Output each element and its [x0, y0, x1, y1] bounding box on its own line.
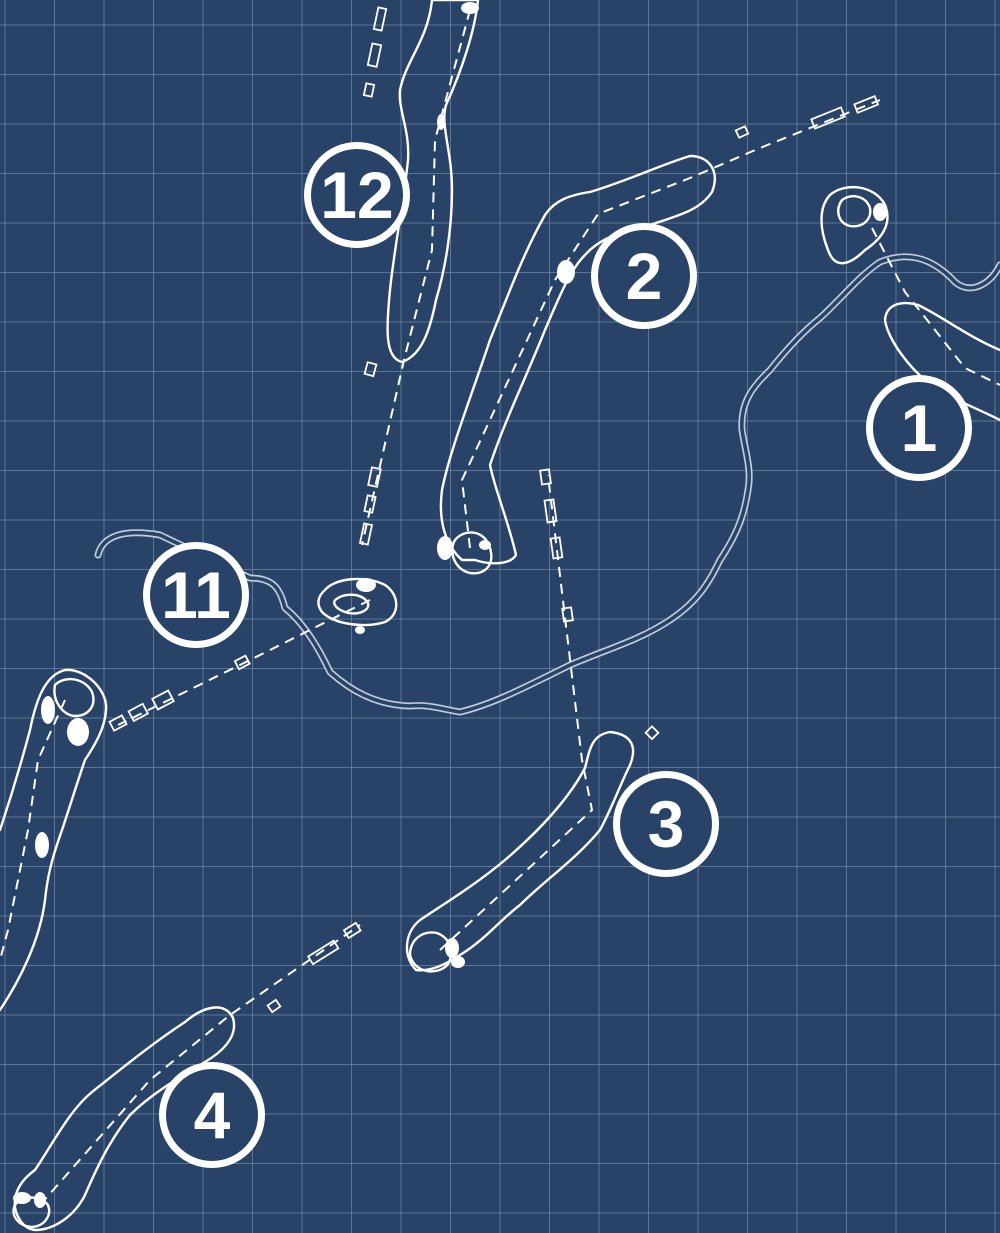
hole-number-11: 11: [161, 558, 231, 632]
hole-11-tee: [108, 714, 128, 732]
hole-2-bunker: [557, 260, 575, 284]
hole-1-bunker: [873, 203, 887, 221]
hole-2-tee: [810, 106, 846, 130]
hole-11-tee: [127, 702, 150, 723]
hole-12-tee: [363, 494, 377, 514]
hole-number-12: 12: [320, 158, 393, 232]
hole-12-tee: [366, 42, 383, 68]
hole-3-layout: [405, 468, 660, 973]
hole-2-bunker: [437, 536, 453, 560]
hole-3-bunker: [451, 956, 465, 968]
hole-10-bunker: [41, 696, 55, 724]
hole-2-fairway: [439, 154, 716, 565]
hole-4-green: [12, 1196, 51, 1229]
hole-2-green: [451, 531, 493, 575]
hole-10-route: [0, 699, 66, 961]
hole-3-tee: [539, 468, 552, 486]
hole-3-fairway: [405, 730, 635, 972]
hole-11-tee: [233, 654, 251, 671]
hole-2-tee: [853, 94, 880, 114]
hole-10-bunker: [35, 832, 49, 858]
hole-3-tee: [543, 498, 558, 524]
hole-4-fairway: [13, 1006, 236, 1232]
hole-11-tee: [151, 689, 175, 711]
hole-10-bunker: [67, 718, 89, 746]
creek: [94, 253, 1000, 716]
hole-12-tee: [367, 466, 382, 488]
hole-12-tee: [362, 82, 376, 98]
hole-2-tee: [734, 125, 750, 139]
hole-marker-1[interactable]: 1: [866, 375, 972, 481]
hole-12-route: [361, 9, 471, 546]
hole-number-4: 4: [194, 1078, 231, 1152]
hole-4-layout: [12, 921, 362, 1232]
hole-12-tee: [358, 522, 374, 546]
hole-12-tee: [372, 6, 388, 32]
hole-number-1: 1: [901, 391, 938, 465]
hole-3-tee: [549, 536, 564, 560]
hole-12-fairway: [386, 0, 480, 364]
hole-11-bunker: [355, 626, 365, 634]
hole-4-tee: [342, 921, 362, 940]
hole-4-bunker: [34, 1192, 46, 1208]
hole-1-green-inner: [837, 195, 872, 228]
hole-11-layout: [108, 577, 398, 732]
hole-2-route: [460, 99, 881, 549]
hole-2-bunker: [479, 540, 491, 550]
hole-10-fairway: [0, 668, 108, 1012]
hole-11-bunker: [356, 578, 376, 592]
hole-number-2: 2: [626, 239, 663, 313]
hole-12-bunker: [461, 2, 479, 14]
hole-11-green-inner: [333, 593, 370, 615]
hole-12-tee: [363, 361, 378, 378]
hole-marker-12[interactable]: 12: [304, 142, 410, 248]
hole-number-3: 3: [648, 787, 685, 861]
hole-4-tee: [266, 998, 282, 1014]
hole-4-bunker: [13, 1192, 31, 1204]
hole-10-green: [53, 677, 95, 718]
hole-10-layout: [0, 668, 108, 1012]
hole-marker-3[interactable]: 3: [613, 771, 719, 877]
hole-3-route: [439, 474, 594, 951]
hole-1-green: [820, 186, 889, 265]
hole-3-bunker: [445, 938, 459, 958]
hole-12-layout: [358, 0, 480, 546]
hole-3-tee: [561, 606, 574, 623]
hole-3-tee: [644, 725, 660, 741]
hole-2-layout: [437, 94, 881, 575]
hole-marker-4[interactable]: 4: [159, 1062, 265, 1168]
hole-marker-11[interactable]: 11: [143, 542, 249, 648]
hole-4-route: [39, 924, 361, 1206]
hole-marker-2[interactable]: 2: [591, 223, 697, 329]
hole-1-route: [871, 227, 1000, 386]
hole-4-tee: [306, 939, 340, 966]
